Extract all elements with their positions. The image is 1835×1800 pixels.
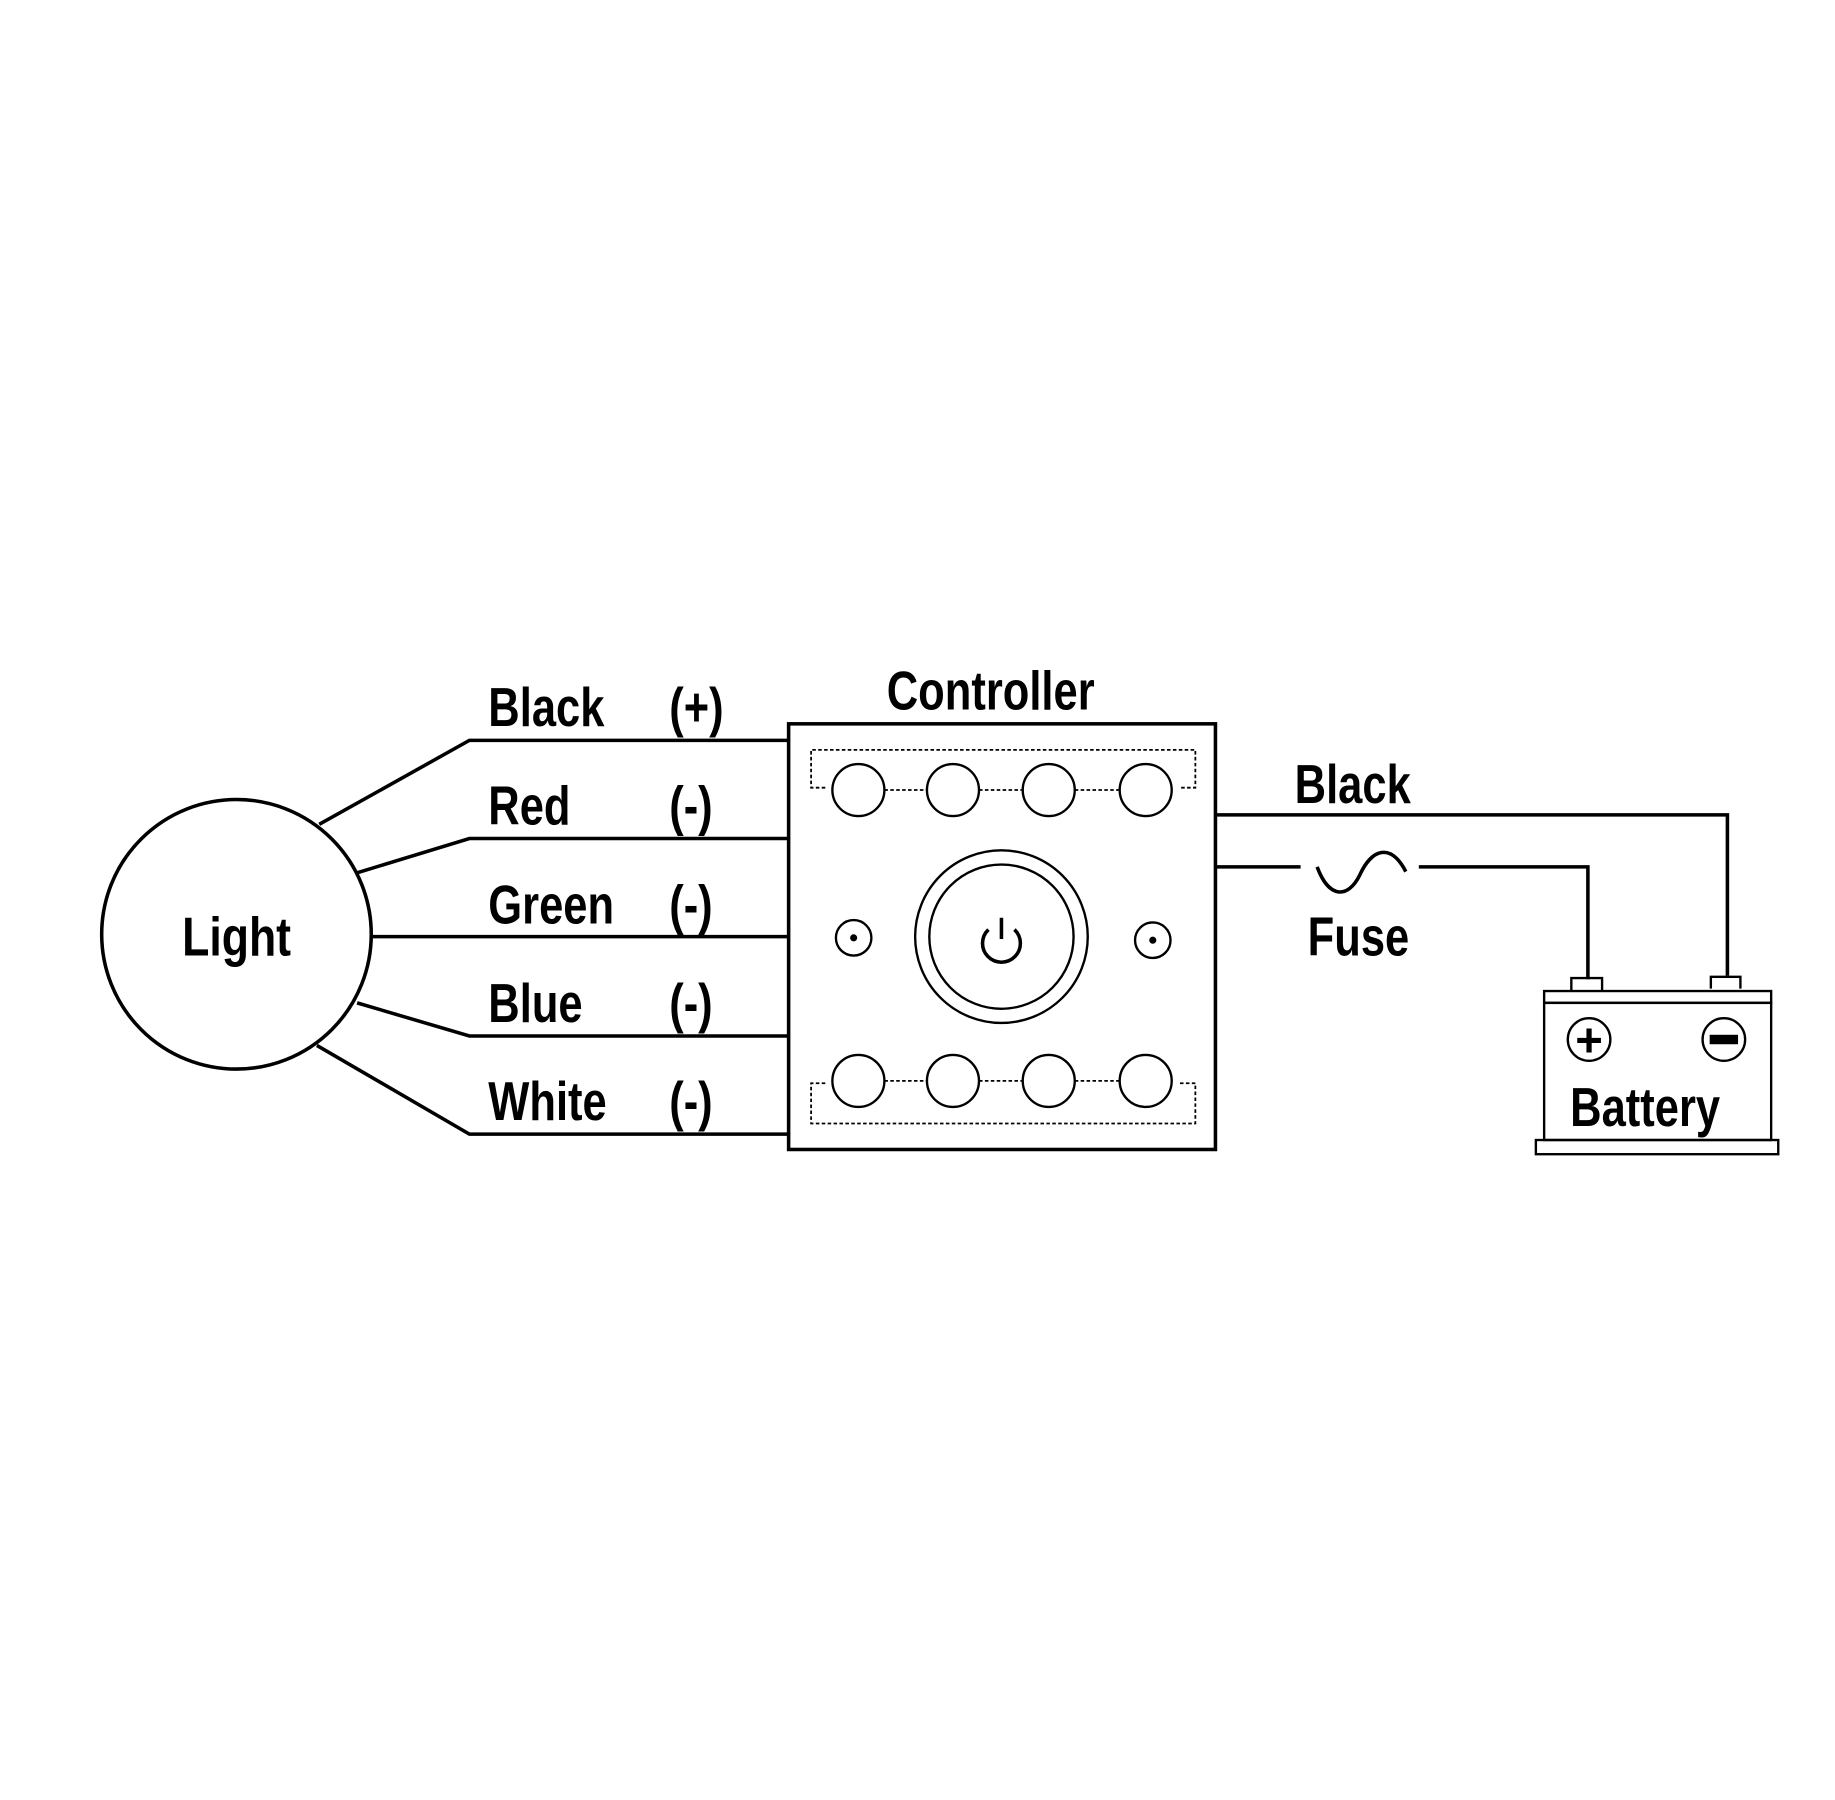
battery-minus-icon [1701, 1017, 1747, 1062]
wire-fuse-to-battery-positive [1418, 865, 1590, 980]
small-button-ring [1133, 921, 1172, 960]
wire-label-blue: Blue [488, 973, 582, 1034]
wire-labels: Black (+) Red (-) Green (-) Blue (-) Whi… [488, 678, 723, 1132]
battery: + Battery [1534, 975, 1780, 1156]
battery-lid [1542, 989, 1773, 1005]
power-button[interactable] [913, 849, 1089, 1025]
light-wires [315, 738, 789, 1136]
led-button[interactable] [1021, 1053, 1076, 1109]
wire-polarity-black: (+) [669, 678, 723, 739]
battery-negative-terminal [1709, 975, 1742, 989]
controller-box [786, 722, 1218, 1152]
black-wire-label: Black [1295, 754, 1412, 815]
top-led-bracket [810, 748, 1197, 789]
wire-black [318, 738, 789, 826]
led-button[interactable] [1021, 762, 1076, 818]
wire-label-white: White [488, 1071, 606, 1132]
wire-polarity-green: (-) [669, 875, 712, 936]
supply-circuit: Black Fuse [1215, 754, 1730, 980]
wire-label-red: Red [488, 776, 570, 837]
dot-icon [850, 934, 858, 942]
power-icon [980, 917, 1023, 964]
battery-base [1534, 1138, 1780, 1156]
led-button[interactable] [1118, 762, 1173, 818]
fuse-symbol [1315, 850, 1408, 894]
power-button-outer-ring [913, 849, 1089, 1025]
wire-polarity-blue: (-) [669, 973, 712, 1034]
light-circle [99, 797, 374, 1071]
bottom-led-row [831, 1053, 1173, 1109]
wire-polarity-red: (-) [669, 776, 712, 837]
minus-sign [1709, 1034, 1739, 1045]
controller: Controller [786, 661, 1218, 1152]
wire-red [356, 836, 789, 875]
small-button-left[interactable] [834, 918, 873, 957]
fuse-label: Fuse [1308, 907, 1410, 968]
controller-label: Controller [887, 661, 1095, 722]
battery-plus-icon: + [1566, 1014, 1612, 1067]
wire-label-black: Black [488, 678, 605, 739]
wire-blue [356, 1001, 789, 1038]
light-label: Light [182, 906, 291, 967]
led-button[interactable] [831, 1053, 886, 1109]
bottom-led-bracket [810, 1082, 1197, 1125]
power-button-inner-ring [928, 863, 1075, 1010]
led-button[interactable] [925, 1053, 981, 1109]
dot-icon [1149, 936, 1157, 944]
small-button-ring [834, 918, 873, 957]
wire-polarity-white: (-) [669, 1071, 712, 1132]
battery-positive-terminal [1570, 976, 1604, 992]
battery-label: Battery [1570, 1077, 1720, 1138]
led-button[interactable] [831, 762, 886, 818]
plus-sign: + [1575, 1014, 1603, 1067]
led-button[interactable] [925, 762, 981, 818]
top-led-row [831, 762, 1173, 818]
wire-black-to-battery-negative [1215, 813, 1730, 976]
small-button-right[interactable] [1133, 921, 1172, 960]
wire-label-green: Green [488, 875, 614, 936]
light-node: Light [99, 797, 374, 1071]
wire-white [315, 1043, 789, 1136]
led-button[interactable] [1118, 1053, 1173, 1109]
